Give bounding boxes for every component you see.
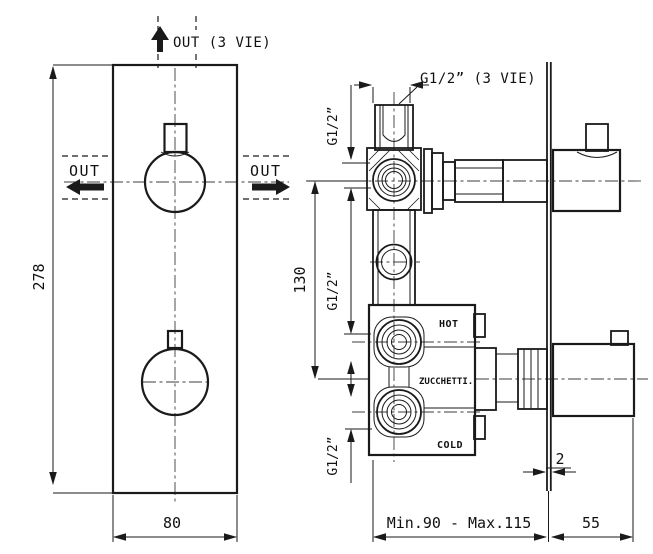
upper-spindle: [423, 148, 548, 214]
lower-knob: [551, 330, 636, 418]
dim-height-278: 278: [30, 64, 112, 494]
dim-g12-top: G1/2”: [326, 85, 370, 164]
g12-top-label: G1/2”: [326, 106, 341, 145]
dim-centers-130: 130: [291, 180, 368, 380]
top-knob-stem: [163, 122, 188, 154]
top-port-label: G1/2” (3 VIE): [420, 71, 536, 87]
lower-spindle: [474, 347, 548, 411]
top-port-callout: G1/2” (3 VIE): [354, 71, 536, 105]
dim-width-80: 80: [112, 495, 238, 542]
upper-knob: [551, 123, 622, 213]
dim-centers-label: 130: [291, 266, 309, 293]
cold-label: COLD: [437, 440, 463, 451]
out-top-label: OUT (3 VIE): [173, 35, 271, 51]
dim-handle-depth-55: 55: [551, 418, 634, 542]
out-left-label: OUT: [69, 162, 101, 180]
top-port: [374, 104, 414, 151]
upper-valve-body: [366, 147, 422, 211]
bottom-knob-circle: [140, 347, 210, 417]
out-right-label: OUT: [250, 162, 282, 180]
dim-handle-depth-label: 55: [582, 514, 600, 532]
brand-label: ZUCCHETTI.: [419, 377, 473, 387]
dim-depth-range-label: Min.90 - Max.115: [387, 514, 532, 532]
out-left-arrow-icon: [66, 179, 104, 195]
side-view: HOT ZUCCHETTI. COLD G1/2” (3 VIE): [291, 62, 648, 542]
dim-depth-range: Min.90 - Max.115: [372, 460, 547, 542]
g12-mid-label: G1/2”: [326, 271, 341, 310]
dim-wall-thickness-2: 2: [523, 450, 576, 476]
top-knob-circle: [143, 150, 207, 214]
out-right-callout: OUT: [243, 155, 293, 200]
front-view: OUT (3 VIE) OUT OUT 278 80: [30, 16, 293, 542]
dim-g12-mid: G1/2”: [326, 187, 371, 335]
out-up-arrow-icon: [151, 26, 169, 52]
wall-plate-outline: [111, 63, 239, 495]
dim-height-label: 278: [30, 263, 48, 290]
out-right-arrow-icon: [252, 179, 290, 195]
thermostatic-block: HOT ZUCCHETTI. COLD: [367, 303, 486, 457]
hot-label: HOT: [439, 319, 459, 330]
dim-width-label: 80: [163, 514, 181, 532]
dim-g12-bottom: G1/2”: [326, 428, 372, 483]
out-top-callout: OUT (3 VIE): [151, 16, 271, 68]
g12-bottom-label: G1/2”: [326, 436, 341, 475]
out-left-callout: OUT: [62, 155, 112, 200]
dim-wall-thickness-label: 2: [555, 450, 564, 468]
